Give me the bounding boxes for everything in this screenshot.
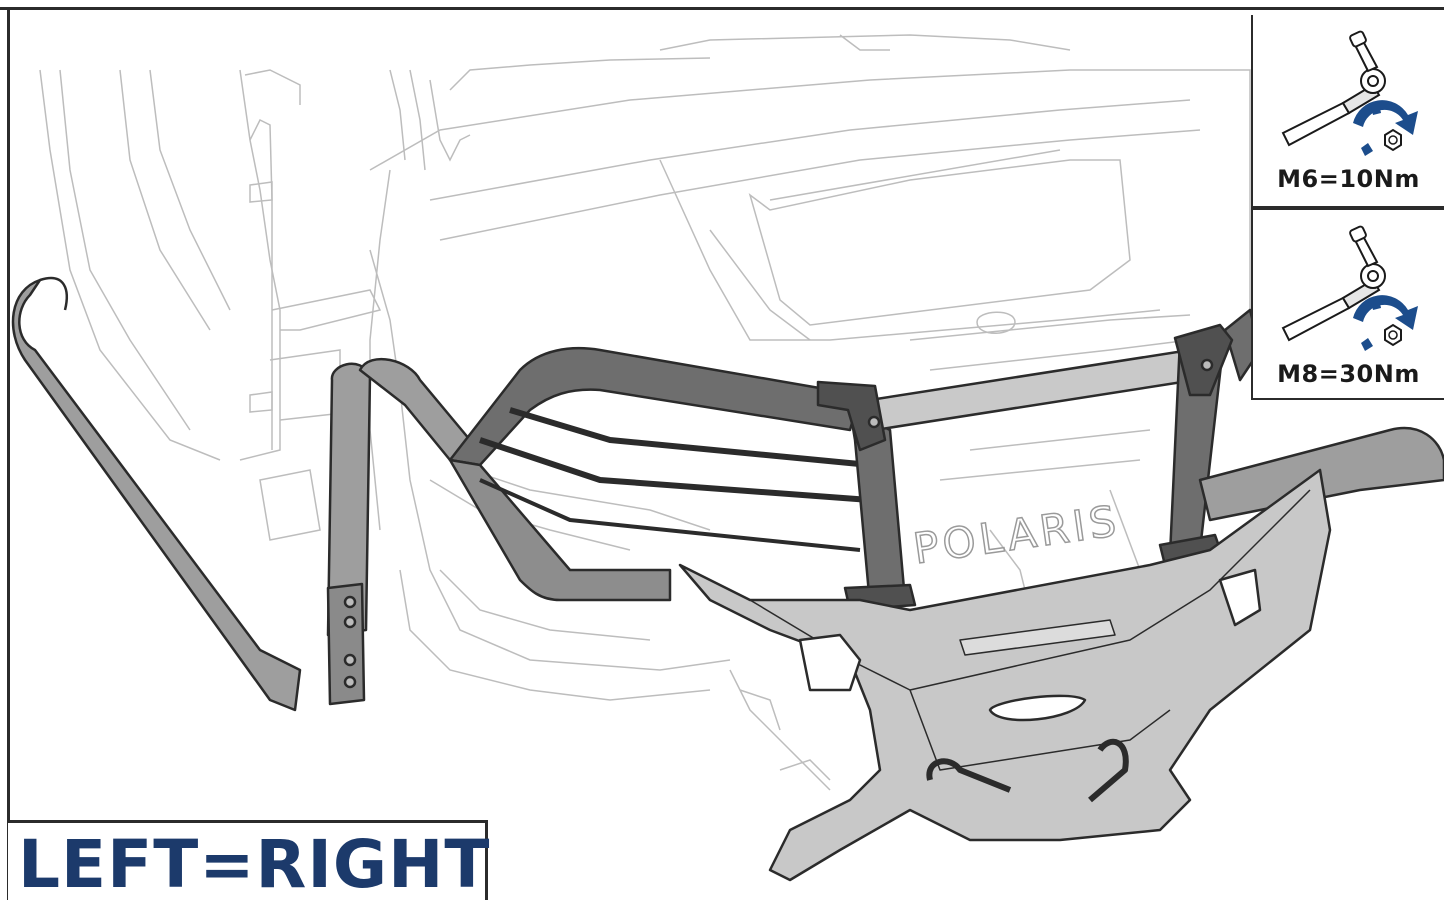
frame-top-border <box>0 0 1444 10</box>
caption-box: LEFT=RIGHT <box>8 820 491 903</box>
bumper-installation-illustration: POLARIS <box>11 34 1444 882</box>
frame-left-border <box>7 8 10 900</box>
brand-mark: POLARIS <box>910 496 1123 573</box>
left-equals-right-caption: LEFT=RIGHT <box>18 826 491 903</box>
torque-wrench-icon <box>1281 30 1418 156</box>
torque-spec-m6: M6=10Nm <box>1251 15 1444 208</box>
torque-label-m6: M6=10Nm <box>1277 165 1420 193</box>
torque-label-m8: M8=30Nm <box>1277 360 1420 388</box>
torque-spec-m8: M8=30Nm <box>1251 208 1444 400</box>
torque-wrench-icon <box>1281 225 1418 351</box>
